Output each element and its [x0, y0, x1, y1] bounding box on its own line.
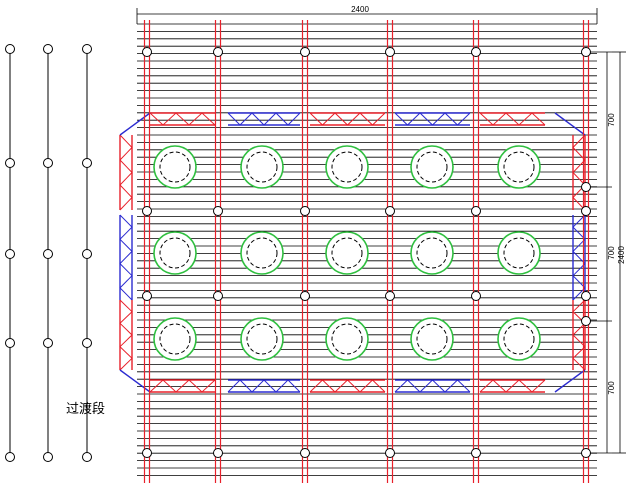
column-node [471, 448, 481, 458]
pile-inner-dashed-circle [246, 323, 278, 355]
column-node [300, 206, 310, 216]
column-node [300, 291, 310, 301]
pile-inner-dashed-circle [331, 151, 363, 183]
top-dimension-label: 2400 [351, 5, 369, 14]
vertical-steel-columns [142, 20, 591, 483]
column-node [300, 47, 310, 57]
left-column-node [5, 338, 15, 348]
frame-web [149, 112, 216, 126]
column-node [581, 182, 591, 192]
column-node [213, 448, 223, 458]
left-transition-columns [5, 44, 92, 462]
truss-frame [119, 112, 586, 393]
column-node [581, 316, 591, 326]
pile-inner-dashed-circle [416, 151, 448, 183]
frame-web [572, 134, 586, 211]
frame-web [309, 112, 386, 126]
left-column-node [82, 158, 92, 168]
left-column-node [43, 44, 53, 54]
frame-web [119, 214, 133, 301]
left-column-node [43, 338, 53, 348]
column-node [471, 47, 481, 57]
frame-web [479, 379, 546, 393]
column-node [385, 448, 395, 458]
frame-web [119, 134, 133, 211]
frame-web [394, 379, 471, 393]
pile-inner-dashed-circle [503, 323, 535, 355]
frame-corner-chamfer [119, 112, 151, 136]
column-node [471, 206, 481, 216]
left-column-node [43, 452, 53, 462]
left-column-node [43, 249, 53, 259]
column-node [213, 47, 223, 57]
pile-inner-dashed-circle [331, 323, 363, 355]
column-node [142, 47, 152, 57]
left-column-node [5, 44, 15, 54]
column-node [142, 206, 152, 216]
pile-inner-dashed-circle [159, 237, 191, 269]
frame-web [149, 379, 216, 393]
pile-inner-dashed-circle [416, 237, 448, 269]
frame-web [572, 299, 586, 371]
frame-web [227, 112, 301, 126]
pile-inner-dashed-circle [503, 151, 535, 183]
frame-web [309, 379, 386, 393]
frame-corner-chamfer [554, 112, 586, 136]
column-node [213, 206, 223, 216]
pile-circles [153, 145, 541, 361]
right-dimension-label-3: 700 [607, 381, 616, 395]
left-column-node [5, 249, 15, 259]
frame-web [394, 112, 471, 126]
frame-web [479, 112, 546, 126]
pile-inner-dashed-circle [159, 151, 191, 183]
right-dimension-label-2: 700 [607, 246, 616, 260]
column-node [581, 291, 591, 301]
column-node [385, 47, 395, 57]
left-column-node [5, 452, 15, 462]
left-column-node [5, 158, 15, 168]
transition-section-label: 过渡段 [66, 401, 105, 417]
left-column-node [82, 452, 92, 462]
column-node [213, 291, 223, 301]
left-column-node [82, 44, 92, 54]
pile-inner-dashed-circle [159, 323, 191, 355]
pile-inner-dashed-circle [503, 237, 535, 269]
column-node [385, 206, 395, 216]
right-dimension-label-1: 700 [607, 113, 616, 127]
left-column-node [82, 249, 92, 259]
column-node [385, 291, 395, 301]
column-node [471, 291, 481, 301]
frame-corner-chamfer [119, 369, 151, 393]
column-node [300, 448, 310, 458]
column-node [142, 448, 152, 458]
pile-inner-dashed-circle [416, 323, 448, 355]
right-total-dimension-label: 2400 [617, 246, 626, 264]
pile-inner-dashed-circle [246, 151, 278, 183]
frame-web [119, 299, 133, 371]
column-node [581, 448, 591, 458]
column-node [142, 291, 152, 301]
frame-corner-chamfer [554, 369, 586, 393]
column-node [581, 206, 591, 216]
left-column-node [43, 158, 53, 168]
column-node [581, 47, 591, 57]
frame-web [227, 379, 301, 393]
pile-inner-dashed-circle [246, 237, 278, 269]
left-column-node [82, 338, 92, 348]
dimension-lines [136, 8, 626, 454]
pile-inner-dashed-circle [331, 237, 363, 269]
